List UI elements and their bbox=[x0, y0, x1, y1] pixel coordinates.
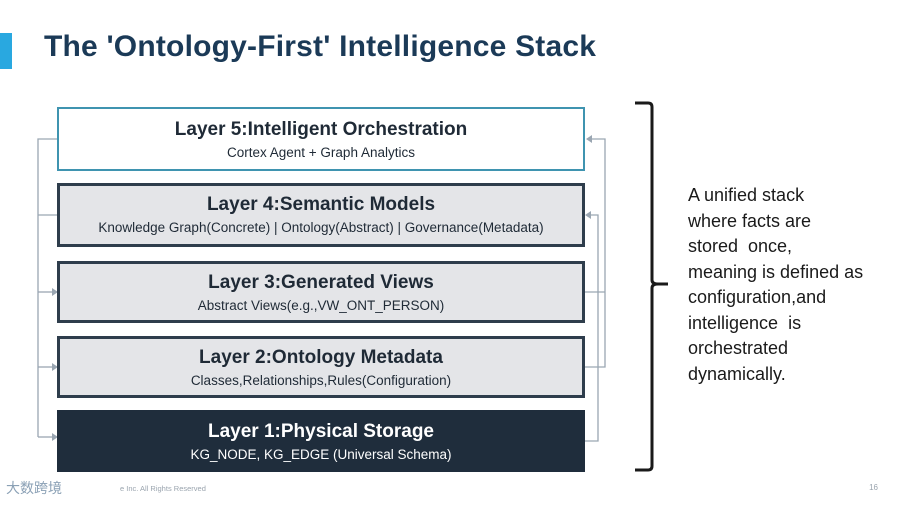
layer-5-subtitle: Cortex Agent + Graph Analytics bbox=[227, 145, 415, 160]
grouping-bracket bbox=[635, 101, 668, 472]
layer-1-box: Layer 1:Physical Storage KG_NODE, KG_EDG… bbox=[57, 410, 585, 472]
page-number: 16 bbox=[869, 483, 878, 492]
footer-copyright: e Inc. All Rights Reserved bbox=[120, 484, 206, 493]
description-line: orchestrated bbox=[688, 338, 789, 358]
layer-4-subtitle: Knowledge Graph(Concrete) | Ontology(Abs… bbox=[98, 220, 544, 235]
arrow-head-l3 bbox=[52, 288, 58, 296]
left-connector-5 bbox=[37, 138, 57, 437]
description-line: dynamically. bbox=[688, 363, 786, 384]
description-line: where facts are bbox=[688, 210, 812, 231]
layer-5-box: Layer 5:Intelligent Orchestration Cortex… bbox=[57, 107, 585, 171]
description-line: A unified stack bbox=[688, 185, 805, 205]
layer-3-title: Layer 3:Generated Views bbox=[208, 272, 434, 293]
right-connector-1 bbox=[585, 214, 599, 442]
arrow-head-r5 bbox=[586, 135, 592, 143]
arrow-head-r4 bbox=[585, 211, 591, 219]
layer-3-subtitle: Abstract Views(e.g.,VW_ONT_PERSON) bbox=[197, 298, 445, 313]
watermark-logo: 大数跨境 bbox=[6, 480, 62, 496]
layer-2-box: Layer 2:Ontology Metadata Classes,Relati… bbox=[57, 336, 585, 398]
layer-4-box: Layer 4:Semantic Models Knowledge Graph(… bbox=[57, 183, 585, 247]
layer-2-title: Layer 2:Ontology Metadata bbox=[199, 347, 443, 368]
layer-3-box: Layer 3:Generated Views Abstract Views(e… bbox=[57, 261, 585, 323]
stack-description: A unified stack where facts are stored o… bbox=[688, 183, 888, 387]
slide-title: The 'Ontology-First' Intelligence Stack bbox=[44, 30, 597, 63]
description-line: stored once, bbox=[688, 236, 793, 256]
layer-1-subtitle: KG_NODE, KG_EDGE (Universal Schema) bbox=[190, 447, 452, 462]
layer-2-subtitle: Classes,Relationships,Rules(Configuratio… bbox=[190, 373, 452, 388]
description-line: meaning is defined as bbox=[688, 261, 864, 282]
layer-5-title: Layer 5:Intelligent Orchestration bbox=[174, 119, 468, 140]
description-line: configuration,and bbox=[688, 287, 827, 307]
layer-4-title: Layer 4:Semantic Models bbox=[206, 194, 436, 215]
arrow-head-l1 bbox=[52, 433, 58, 441]
arrow-head-l2 bbox=[52, 363, 58, 371]
right-connector-2 bbox=[585, 138, 606, 368]
title-accent-bar bbox=[0, 33, 12, 69]
description-line: intelligence is bbox=[688, 312, 802, 333]
layer-1-title: Layer 1:Physical Storage bbox=[208, 421, 434, 442]
